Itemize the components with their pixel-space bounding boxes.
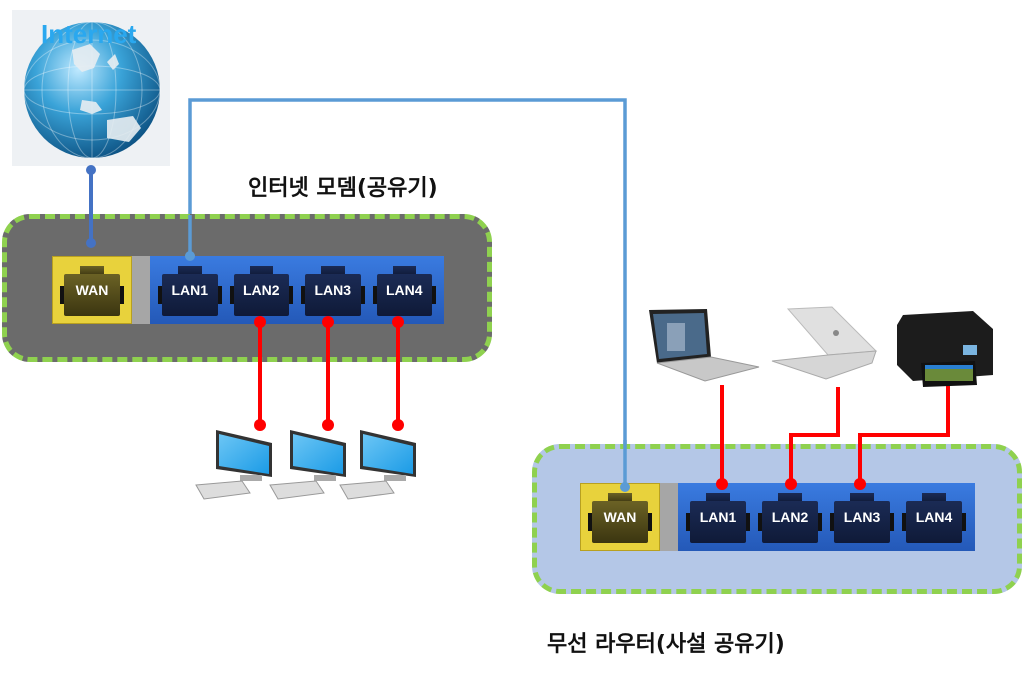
- router-lan2-label: LAN2: [771, 509, 809, 525]
- wire-router-lan3-to-printer: [858, 386, 950, 484]
- modem-lan4-port[interactable]: LAN4: [372, 264, 436, 316]
- modem-port-panel: WAN LAN1 LAN2 LAN3 LAN4: [52, 256, 444, 324]
- wire-dot: [322, 316, 334, 328]
- modem-wan-area: WAN: [52, 256, 132, 324]
- modem-lan1-label: LAN1: [171, 282, 209, 298]
- router-title: 무선 라우터(사설 공유기): [547, 632, 785, 657]
- wire-dot: [620, 482, 630, 492]
- wire-dot: [716, 478, 728, 490]
- modem-wan-label: WAN: [75, 282, 109, 298]
- router-wan-port[interactable]: WAN: [588, 491, 652, 543]
- internet-globe: Internet: [12, 10, 170, 166]
- panel-separator: [660, 483, 678, 551]
- modem-wan-port[interactable]: WAN: [60, 264, 124, 316]
- modem-lan3-label: LAN3: [314, 282, 352, 298]
- wire-dot: [322, 419, 334, 431]
- router-wan-label: WAN: [603, 509, 637, 525]
- wire-dot: [185, 251, 195, 261]
- wire-dot: [86, 165, 96, 175]
- router-lan-area: LAN1 LAN2 LAN3 LAN4: [678, 483, 975, 551]
- laptop-silver-icon: [771, 306, 878, 380]
- laptop-icon: [649, 309, 760, 382]
- panel-separator: [132, 256, 150, 324]
- router-lan2-port[interactable]: LAN2: [758, 491, 822, 543]
- modem-lan1-port[interactable]: LAN1: [158, 264, 222, 316]
- printer-icon: [897, 311, 993, 387]
- router-lan3-port[interactable]: LAN3: [830, 491, 894, 543]
- desktop-pc-icon: [195, 430, 272, 500]
- wire-modem-lan1-to-router-wan: [188, 98, 627, 487]
- router-lan3-label: LAN3: [843, 509, 881, 525]
- router-lan4-label: LAN4: [915, 509, 953, 525]
- wire-dot: [392, 316, 404, 328]
- router-box: WAN LAN1 LAN2 LAN3 LAN4: [532, 444, 1022, 594]
- modem-lan2-port[interactable]: LAN2: [229, 264, 293, 316]
- desktop-pcs: [195, 430, 416, 500]
- globe-icon: [23, 21, 161, 159]
- wire-dot: [785, 478, 797, 490]
- wire-router-lan2-to-laptop-silver: [789, 387, 840, 484]
- wire-dot: [86, 238, 96, 248]
- modem-title: 인터넷 모뎀(공유기): [248, 176, 438, 201]
- internet-label: Internet: [41, 19, 137, 49]
- modem-lan4-label: LAN4: [385, 282, 423, 298]
- router-port-panel: WAN LAN1 LAN2 LAN3 LAN4: [580, 483, 975, 551]
- modem-box: WAN LAN1 LAN2 LAN3 LAN4: [2, 214, 492, 362]
- modem-lan3-port[interactable]: LAN3: [301, 264, 365, 316]
- router-lan1-port[interactable]: LAN1: [686, 491, 750, 543]
- wire-dot: [392, 419, 404, 431]
- wire-dot: [254, 316, 266, 328]
- desktop-pc-icon: [339, 430, 416, 500]
- router-wan-area: WAN: [580, 483, 660, 551]
- wire-dot: [854, 478, 866, 490]
- router-lan4-port[interactable]: LAN4: [902, 491, 966, 543]
- wire-dot: [254, 419, 266, 431]
- modem-lan2-label: LAN2: [242, 282, 280, 298]
- router-lan1-label: LAN1: [699, 509, 737, 525]
- desktop-pc-icon: [269, 430, 346, 500]
- modem-lan-area: LAN1 LAN2 LAN3 LAN4: [150, 256, 444, 324]
